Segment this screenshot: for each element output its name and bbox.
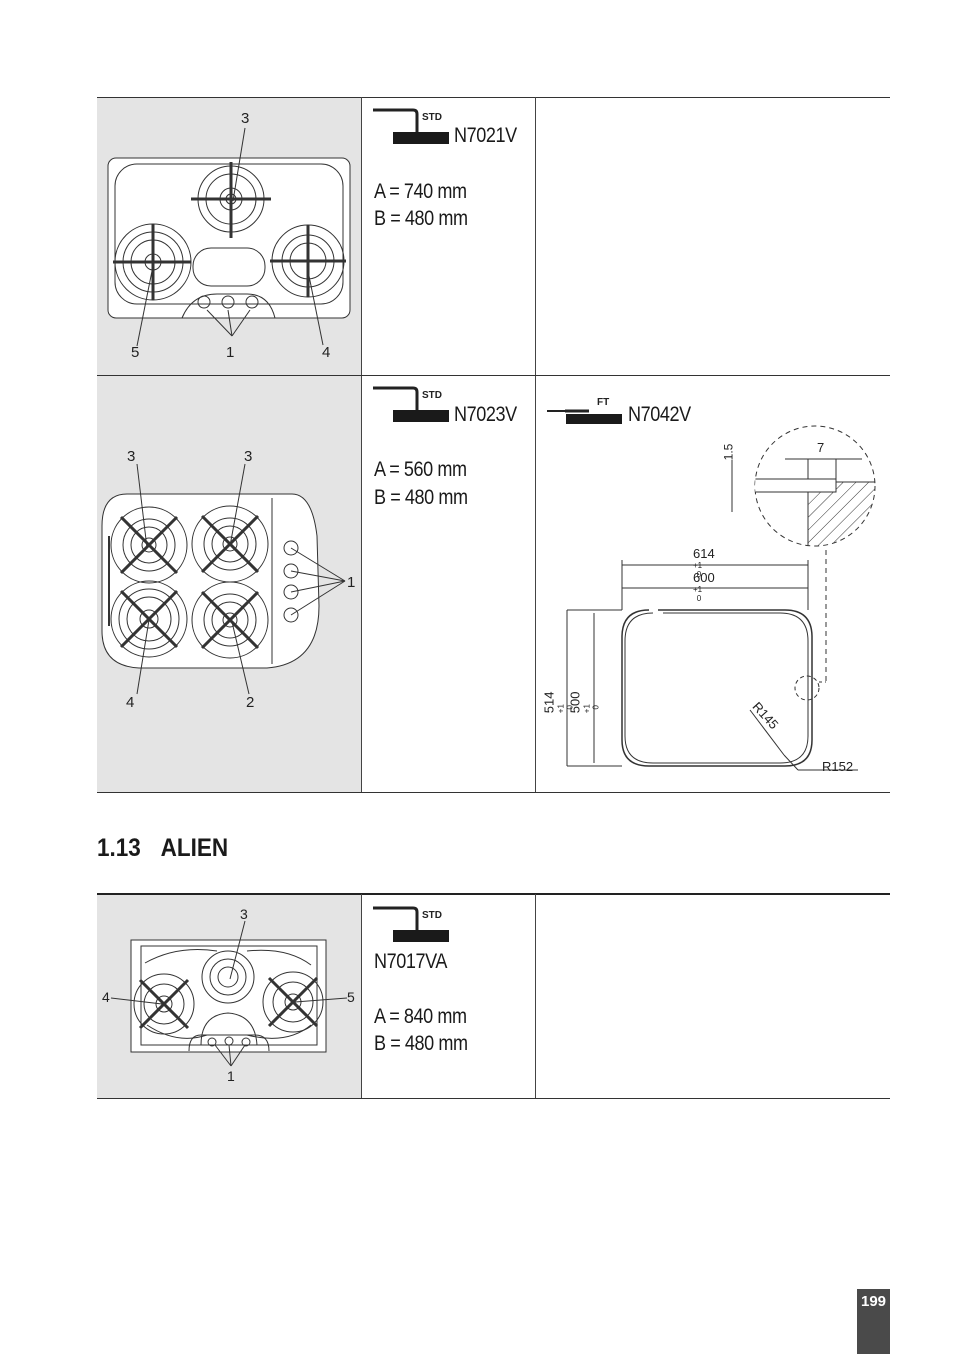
tol-lower: 0 [696,569,702,579]
column-divider [535,894,536,1098]
std-badge-label: STD [422,112,442,123]
column-divider [535,97,536,792]
dim-step: 1.5 [721,443,736,461]
row-divider [97,375,890,376]
callout-1-knobs: 1 [347,574,356,591]
model-n7042v: N7042V [628,403,691,426]
page-number-tab: 199 [857,1289,890,1354]
column-divider [361,97,362,792]
dim-inner-width-value: 600 [693,570,715,585]
tol-lower: 0 [591,705,601,710]
callout-3: 3 [240,906,248,922]
std-badge-icon: STD [373,386,449,422]
hob-n7021v-diagram [107,127,351,347]
std-badge-icon: STD [373,108,449,144]
row-divider [97,792,890,793]
hob-n7017va-diagram [110,920,348,1067]
callout-3: 3 [241,110,250,127]
ft-badge-icon: FT [547,397,622,424]
section-heading: 1.13 ALIEN [97,834,248,863]
tol-lower: 0 [696,593,702,603]
tol-upper: +1 [556,704,566,714]
model-n7021v: N7021V [454,124,517,147]
dim-inner-width: 600 +1 0 [693,570,727,603]
tol-upper: +1 [693,585,703,594]
section-title: ALIEN [160,834,229,862]
dimension-a: A = 560 mm [374,458,467,481]
dimension-b: B = 480 mm [374,486,468,509]
callout-3-left: 3 [127,448,136,465]
dim-inner-height-value: 500 [567,691,583,714]
dimension-a: A = 840 mm [374,1005,467,1028]
dim-outer-width-value: 614 [693,546,715,561]
cutout-dimension-diagram [566,425,876,771]
table-top-rule [97,97,890,98]
callout-2: 2 [246,694,255,711]
table-top-rule [97,893,890,895]
tol-upper: +1 [693,561,703,570]
page-number: 199 [860,1293,887,1310]
dim-outer-height-value: 514 [541,691,557,714]
model-n7017va: N7017VA [374,950,447,973]
callout-5: 5 [347,989,355,1005]
table-bottom-rule [97,1098,890,1099]
callout-5: 5 [131,344,140,361]
callout-1: 1 [227,1068,235,1084]
std-badge-label: STD [422,390,442,401]
std-badge-label: STD [422,910,442,921]
dimension-b: B = 480 mm [374,1032,468,1055]
model-n7023v: N7023V [454,403,517,426]
dim-inner-height: 500 +1 0 [567,680,600,714]
dim-edge: 7 [817,440,825,455]
std-badge-icon: STD [373,906,449,942]
dimension-a: A = 740 mm [374,180,467,203]
dimension-b: B = 480 mm [374,207,468,230]
column-divider [361,894,362,1098]
callout-4: 4 [126,694,135,711]
callout-4: 4 [322,344,331,361]
callout-1: 1 [226,344,235,361]
callout-3-right: 3 [244,448,253,465]
hob-n7023v-diagram [101,463,346,695]
callout-4: 4 [102,989,110,1005]
tol-upper: +1 [582,704,592,714]
ft-badge-label: FT [597,397,609,408]
dim-outer-width: 614 +1 0 [693,546,727,579]
dim-outer-radius: R152 [822,759,854,774]
section-number: 1.13 [97,834,141,862]
